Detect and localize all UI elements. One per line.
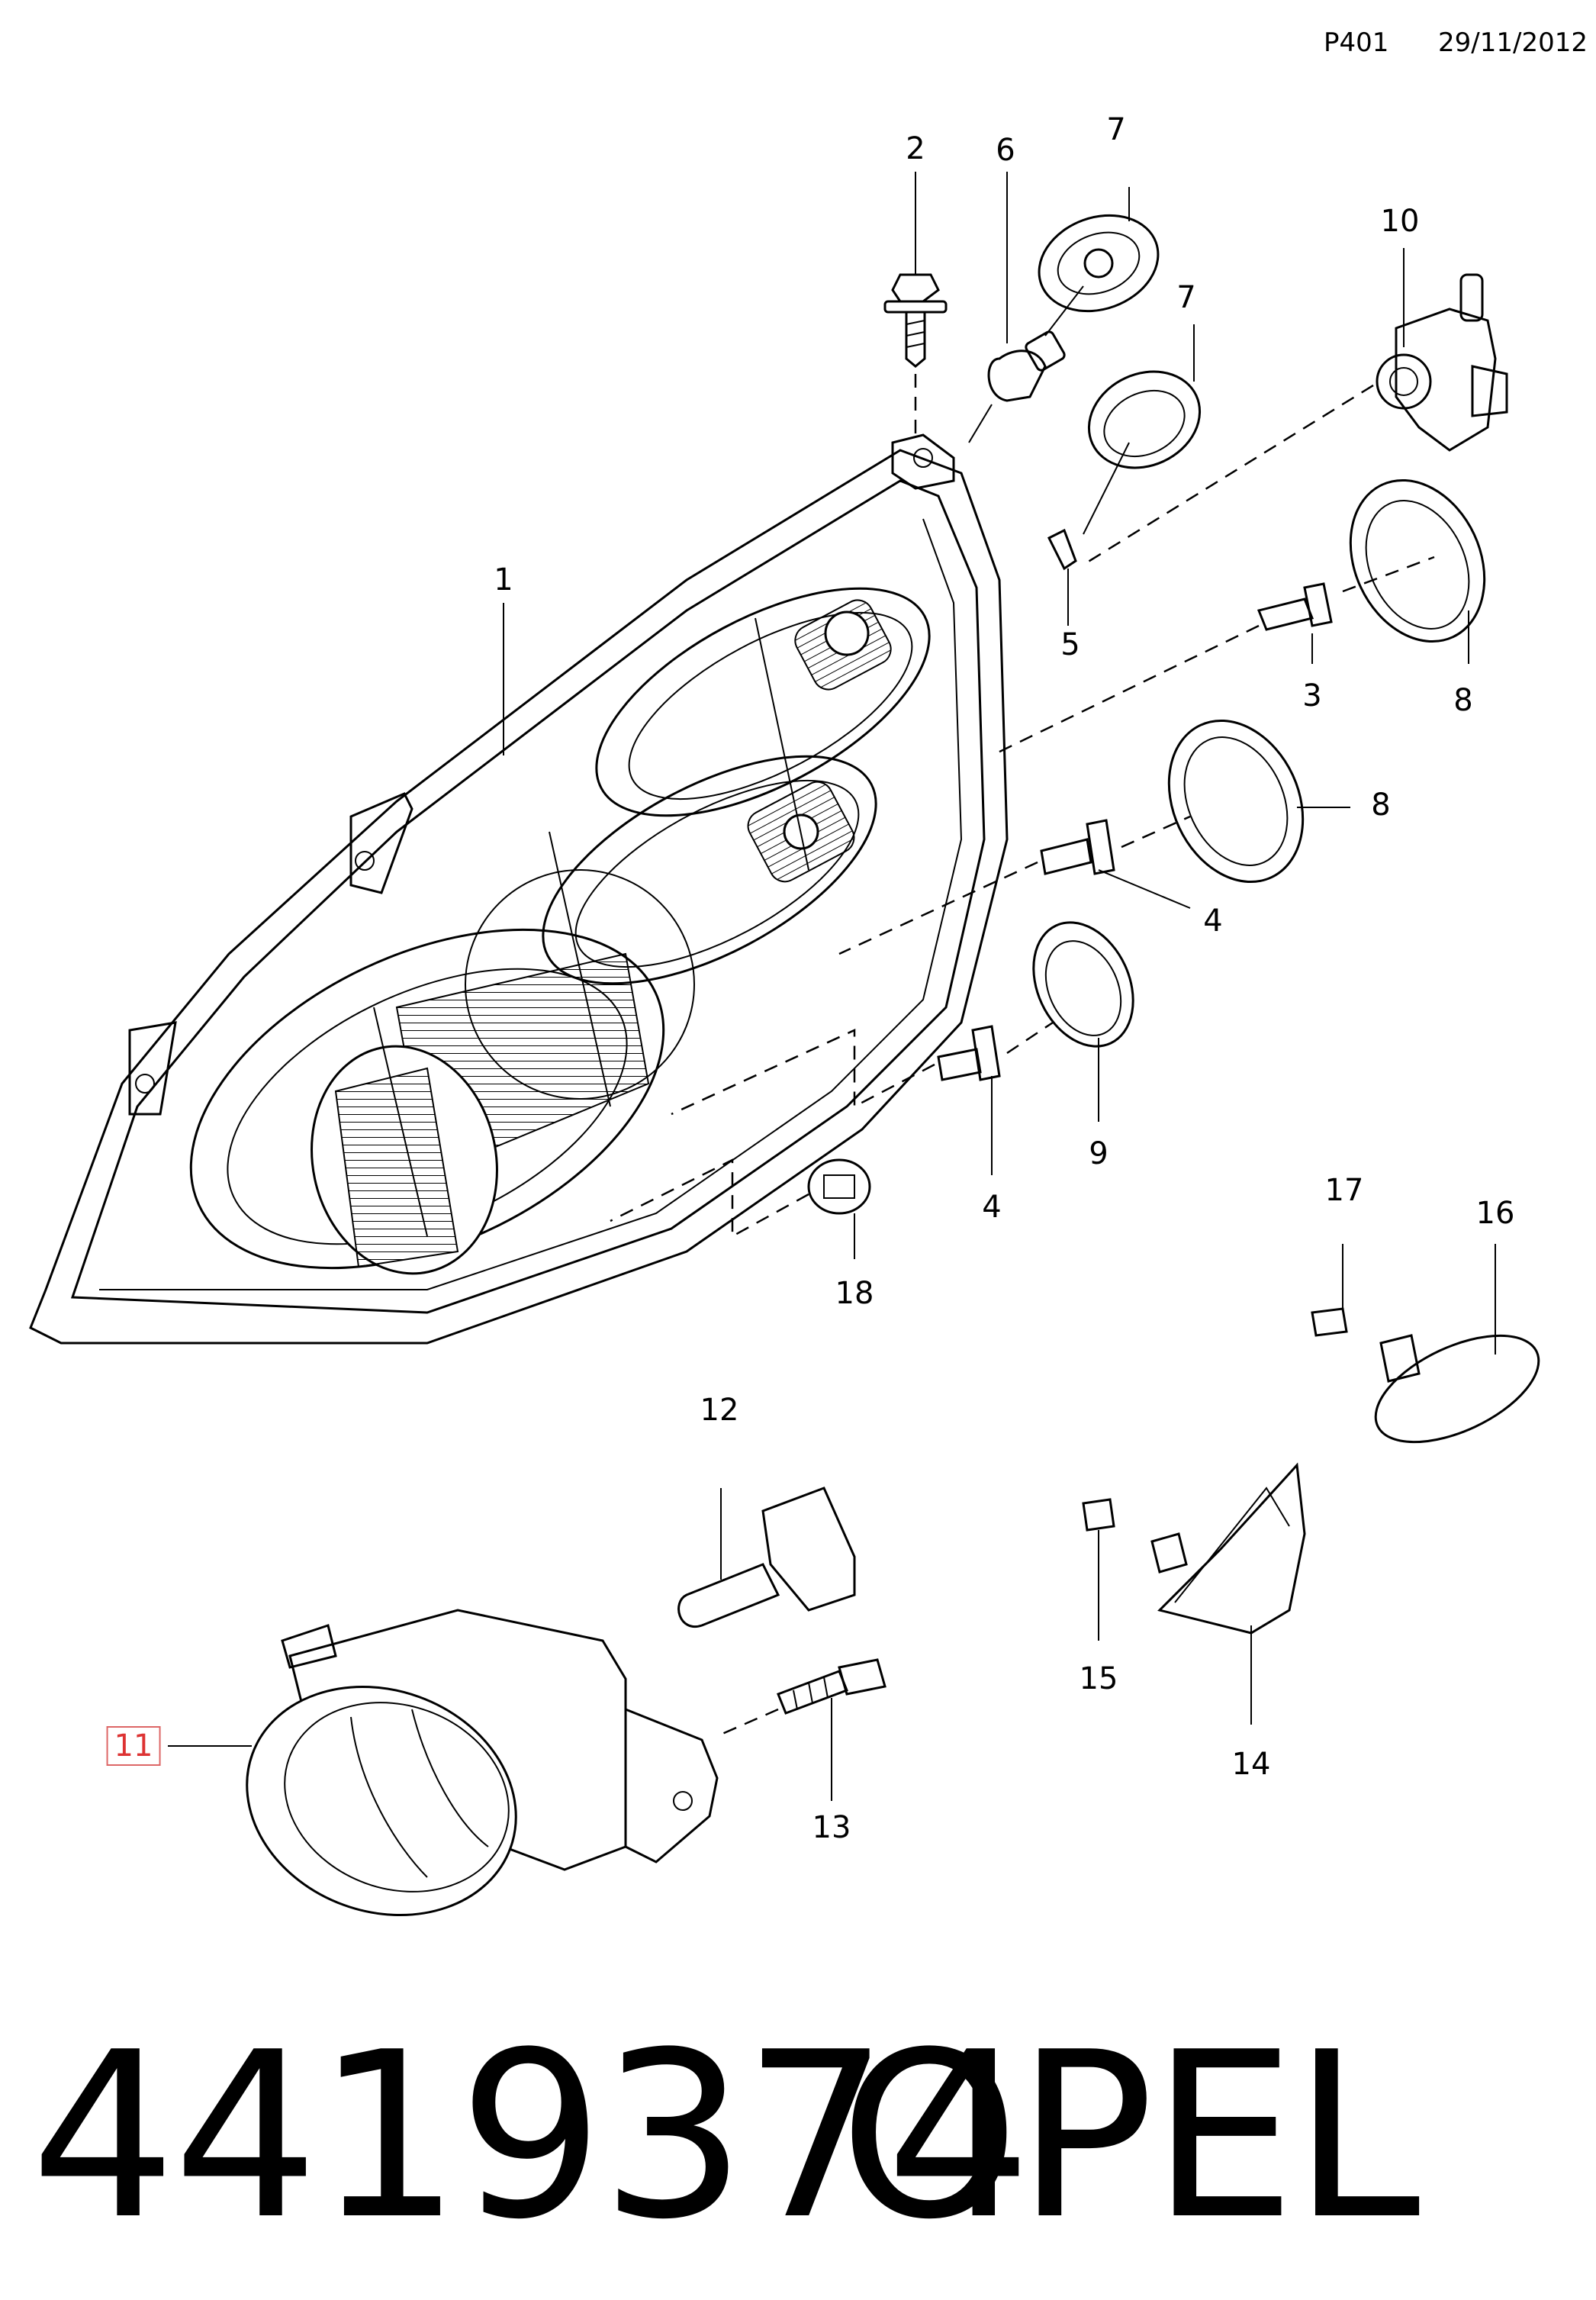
callout-4-upper: 4 [1203,904,1223,939]
indicator-lamp-14 [1150,1462,1306,1725]
callout-3: 3 [1302,678,1322,714]
bulb-6 [968,330,1066,443]
fog-bulb-12 [677,1487,856,1628]
ring-8-upper [1349,478,1486,664]
bulb-4-upper [838,815,1191,955]
callout-8-lower: 8 [1371,788,1391,823]
part-number: 4419374 [31,2003,1031,2269]
callout-11: 11 [106,1726,161,1766]
callout-1: 1 [494,562,513,598]
bulb-5 [1047,528,1077,626]
callout-6: 6 [996,133,1015,168]
cap-7-upper [1038,214,1160,337]
callout-15: 15 [1079,1661,1118,1696]
callout-9: 9 [1089,1136,1109,1171]
bulb-17 [1311,1244,1348,1337]
callout-5: 5 [1060,627,1080,662]
callout-18: 18 [835,1276,874,1311]
callout-7-upper: 7 [1106,112,1126,147]
fog-lamp-11 [168,1609,719,1917]
headlamp-housing [29,433,1009,1345]
callout-4-lower: 4 [982,1190,1002,1225]
bulb-15 [1082,1498,1115,1641]
ring-9 [1032,921,1134,1122]
callout-2: 2 [906,131,925,166]
callout-7-lower: 7 [1176,280,1196,315]
callout-12: 12 [700,1393,739,1428]
bulb-4-lower [671,1021,1054,1175]
clip-18 [610,1158,871,1259]
callout-8-upper: 8 [1453,683,1473,718]
callout-16: 16 [1475,1196,1515,1231]
bulb-3 [991,556,1435,757]
screw-13 [716,1658,886,1801]
side-repeater-16 [1374,1244,1540,1444]
cap-7-lower [1083,370,1202,535]
diagram-code: P401 [1324,27,1389,58]
screw-2 [883,273,948,443]
ring-8-lower [1167,719,1350,884]
callout-10: 10 [1380,204,1420,239]
leveling-motor-10 [1083,273,1508,566]
callout-17: 17 [1324,1173,1364,1208]
callout-14: 14 [1231,1747,1271,1782]
brand-name: OPEL [839,2003,1421,2269]
callout-13: 13 [812,1810,851,1845]
diagram-date: 29/11/2012 [1438,27,1588,58]
